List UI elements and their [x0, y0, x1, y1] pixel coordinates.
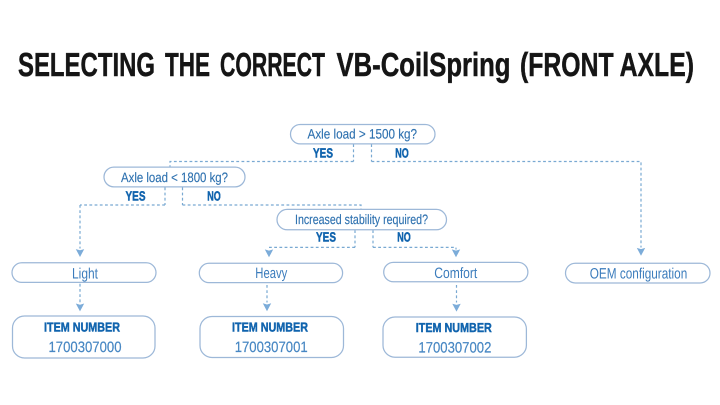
svg-text:NO: NO — [395, 145, 409, 160]
svg-text:(FRONT AXLE): (FRONT AXLE) — [520, 47, 694, 84]
svg-text:Axle load < 1800 kg?: Axle load < 1800 kg? — [121, 170, 228, 185]
svg-text:ITEM NUMBER: ITEM NUMBER — [416, 320, 493, 335]
svg-text:YES: YES — [313, 145, 333, 160]
svg-text:Increased stability required?: Increased stability required? — [295, 212, 428, 227]
svg-text:Comfort: Comfort — [434, 265, 478, 282]
svg-text:THE: THE — [165, 47, 210, 84]
svg-text:SELECTING: SELECTING — [18, 47, 155, 84]
svg-text:Axle load > 1500 kg?: Axle load > 1500 kg? — [308, 127, 418, 142]
svg-text:1700307002: 1700307002 — [418, 339, 491, 356]
svg-text:1700307001: 1700307001 — [235, 339, 308, 356]
svg-text:NO: NO — [397, 229, 411, 244]
svg-text:CORRECT: CORRECT — [220, 47, 325, 84]
svg-text:OEM configuration: OEM configuration — [590, 266, 688, 283]
svg-text:Heavy: Heavy — [255, 265, 287, 282]
svg-text:1700307000: 1700307000 — [49, 339, 122, 356]
svg-text:NO: NO — [207, 188, 221, 203]
svg-text:VB-CoilSpring: VB-CoilSpring — [337, 47, 511, 84]
svg-text:Light: Light — [72, 266, 99, 283]
svg-text:ITEM NUMBER: ITEM NUMBER — [44, 320, 121, 335]
svg-text:ITEM NUMBER: ITEM NUMBER — [232, 320, 309, 335]
svg-text:YES: YES — [316, 229, 336, 244]
svg-text:YES: YES — [126, 188, 146, 203]
